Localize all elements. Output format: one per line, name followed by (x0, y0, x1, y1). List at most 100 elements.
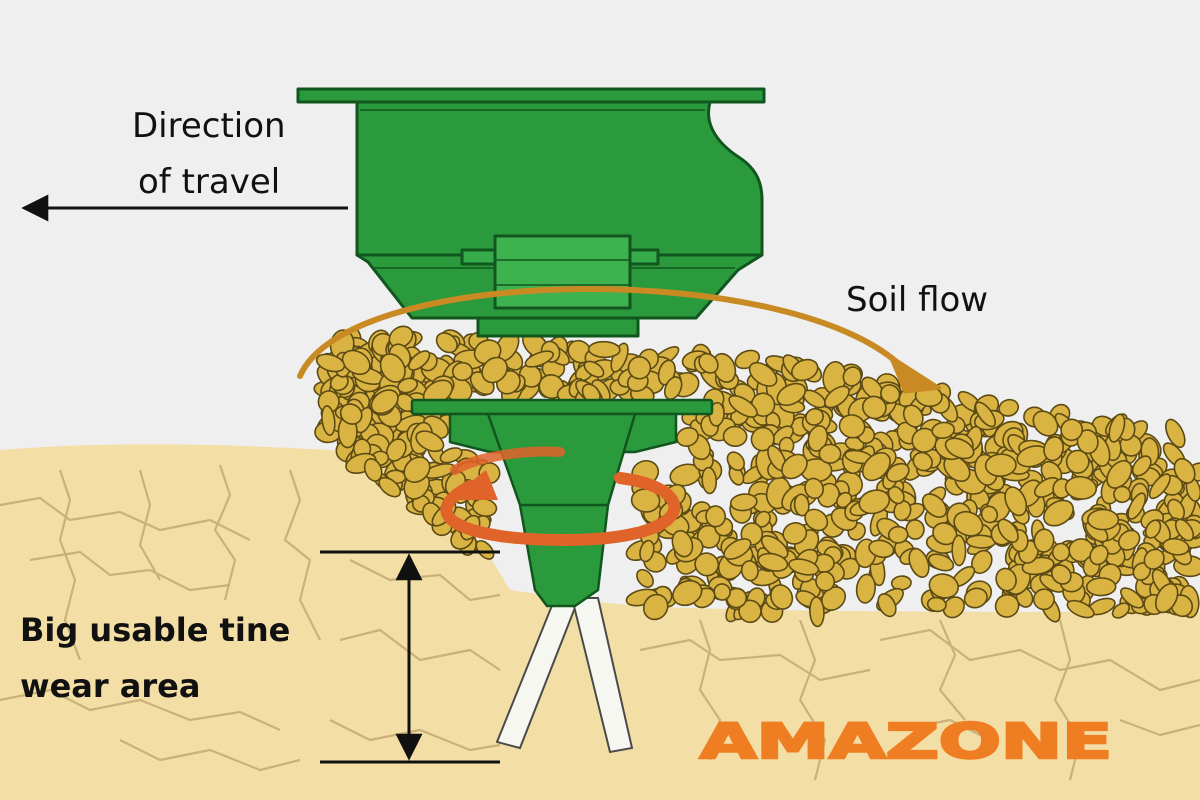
soil-clod (1004, 486, 1028, 517)
soil-clod (642, 593, 669, 621)
wear-area-label: Big usable tine wear area (20, 602, 290, 714)
soil-clod (1120, 587, 1144, 609)
soil-clod (998, 398, 1020, 417)
soil-clod (1143, 548, 1165, 570)
soil-clod (1108, 413, 1126, 443)
soil-clod (415, 430, 445, 453)
soil-clod (842, 366, 863, 387)
soil-clod (805, 407, 824, 426)
soil-clod (475, 539, 495, 560)
soil-clod (388, 325, 414, 349)
soil-clod (1065, 449, 1090, 474)
soil-clod (804, 477, 825, 500)
soil-clod (1064, 475, 1098, 500)
soil-clod (1050, 564, 1072, 585)
soil-clod (1111, 602, 1131, 619)
wear-area-label-line2: wear area (20, 667, 201, 705)
soil-clod (1032, 588, 1055, 611)
soil-clod (701, 466, 718, 495)
soil-clod (858, 489, 891, 515)
soil-clod (770, 584, 794, 610)
wear-area-label-line1: Big usable tine (20, 611, 291, 649)
soil-clod (1043, 436, 1064, 462)
ground-cracks (0, 464, 1200, 781)
soil-clod (379, 353, 406, 383)
soil-clod (921, 493, 948, 518)
soil-clod (984, 453, 1017, 478)
soil-clod (370, 389, 399, 415)
amazone-logo: AMAZONE (700, 714, 1112, 770)
soil-clod (339, 403, 363, 425)
soil-clod (1127, 492, 1147, 520)
soil-clod (713, 583, 731, 601)
soil-clod (927, 553, 955, 572)
soil-clod (804, 508, 829, 532)
soil-clod (1154, 583, 1179, 614)
soil-clod (1076, 429, 1099, 455)
soil-clod (818, 443, 842, 464)
soil-clod (636, 568, 654, 588)
soil-clod (524, 350, 555, 368)
soil-clod (329, 373, 349, 392)
soil-clod (757, 552, 789, 572)
soil-clod (1144, 519, 1162, 539)
soil-clod (980, 505, 999, 524)
soil-clod (663, 376, 683, 400)
soil-clod (481, 356, 508, 384)
soil-clod (823, 385, 850, 409)
double-arrow-vertical-icon (320, 550, 500, 764)
soil-clod (893, 500, 912, 522)
soil-clod (748, 361, 778, 387)
soil-clod (807, 425, 829, 452)
direction-label-line1: Direction (132, 106, 286, 146)
soil-clod (315, 353, 346, 373)
soil-clod (781, 453, 808, 480)
soil-clod (672, 579, 703, 607)
direction-label-line2: of travel (138, 162, 281, 202)
soil-clod (1113, 485, 1132, 504)
soil-clod (908, 547, 930, 578)
soil-clod (729, 493, 758, 512)
soil-clod (676, 426, 699, 447)
soil-clod (905, 519, 925, 540)
soil-clod (694, 552, 720, 577)
soil-clod (886, 462, 910, 483)
soil-clod (1085, 577, 1117, 597)
soil-clod (1066, 599, 1095, 619)
soil-clod (1089, 544, 1109, 566)
soil-clod (994, 593, 1020, 618)
soil-clod (698, 352, 719, 374)
soil-clod (838, 414, 866, 439)
soil-clod (971, 549, 993, 575)
soil-clod (1051, 542, 1071, 562)
soil-clod (397, 377, 419, 394)
soil-clod (788, 558, 820, 576)
soil-clod (776, 382, 807, 406)
soil-clod (942, 596, 965, 619)
soil-clod (1033, 528, 1055, 553)
soil-clod (439, 447, 463, 464)
soil-clod (931, 421, 956, 439)
soil-clod (855, 573, 876, 604)
soil-clod (705, 505, 727, 528)
soil-clod (403, 456, 431, 483)
soil-clod (880, 384, 901, 404)
soil-flow-label: Soil flow (846, 280, 989, 320)
soil-clod (1174, 518, 1195, 542)
soil-clod (725, 587, 748, 609)
soil-clod (1148, 473, 1171, 500)
soil-clod (451, 361, 474, 382)
soil-clod (1118, 529, 1141, 551)
soil-clod (722, 425, 748, 448)
soil-clod (1165, 418, 1186, 449)
soil-clod (912, 451, 933, 472)
soil-clod (723, 538, 752, 560)
soil-clod (963, 587, 988, 609)
soil-clod (587, 340, 621, 359)
soil-clod (435, 332, 458, 354)
soil-clod (408, 350, 431, 371)
soil-clod (1131, 455, 1152, 477)
curved-arrow-right-icon (297, 286, 942, 394)
